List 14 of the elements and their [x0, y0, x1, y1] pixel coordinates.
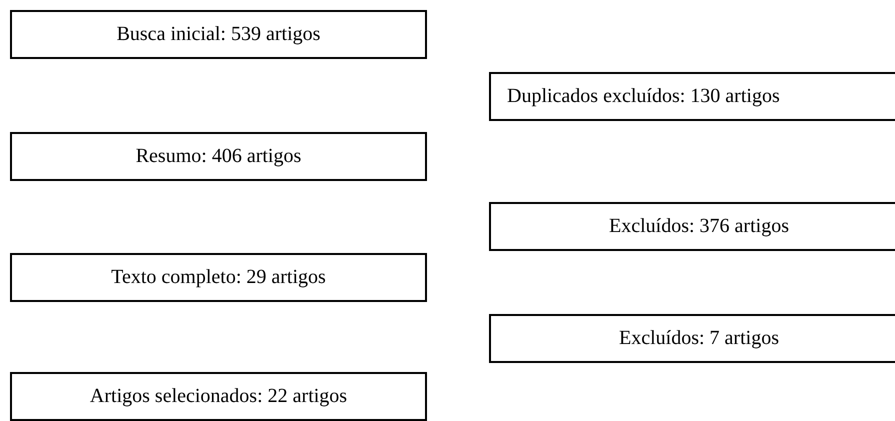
process-box — [10, 132, 427, 181]
process-box — [10, 372, 427, 421]
box-label: Artigos selecionados: 22 artigos — [90, 384, 348, 409]
process-box — [489, 72, 895, 121]
box-label: Texto completo: 29 artigos — [111, 265, 326, 290]
box-label: Excluídos: 7 artigos — [619, 326, 779, 351]
process-box — [489, 202, 895, 251]
box-label: Duplicados excluídos: 130 artigos — [507, 84, 780, 109]
box-label: Busca inicial: 539 artigos — [116, 22, 320, 47]
box-label: Resumo: 406 artigos — [136, 144, 302, 169]
process-box — [10, 10, 427, 59]
box-label: Excluídos: 376 artigos — [609, 214, 789, 239]
process-box — [10, 253, 427, 302]
process-box — [489, 314, 895, 363]
